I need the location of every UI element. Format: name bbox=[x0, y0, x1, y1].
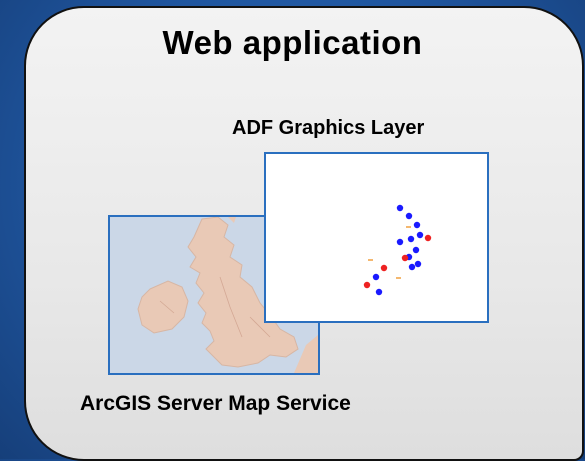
blue-point bbox=[396, 238, 404, 246]
red-point bbox=[424, 234, 432, 242]
blue-point bbox=[375, 288, 383, 296]
red-point bbox=[401, 254, 409, 262]
blue-point bbox=[412, 246, 420, 254]
map-service-label: ArcGIS Server Map Service bbox=[80, 392, 351, 415]
blue-point bbox=[416, 231, 424, 239]
diagram-title: Web application bbox=[162, 24, 423, 61]
blue-point bbox=[414, 260, 422, 268]
blue-point bbox=[413, 221, 421, 229]
graphics-layer-thumbnail bbox=[264, 152, 489, 323]
blue-point bbox=[408, 263, 416, 271]
blue-point bbox=[405, 212, 413, 220]
blue-point bbox=[396, 204, 404, 212]
blue-point bbox=[372, 273, 380, 281]
graphics-points bbox=[363, 204, 432, 296]
blue-point bbox=[407, 235, 415, 243]
graphics-layer-label: ADF Graphics Layer bbox=[232, 117, 425, 139]
red-point bbox=[363, 281, 371, 289]
red-point bbox=[380, 264, 388, 272]
